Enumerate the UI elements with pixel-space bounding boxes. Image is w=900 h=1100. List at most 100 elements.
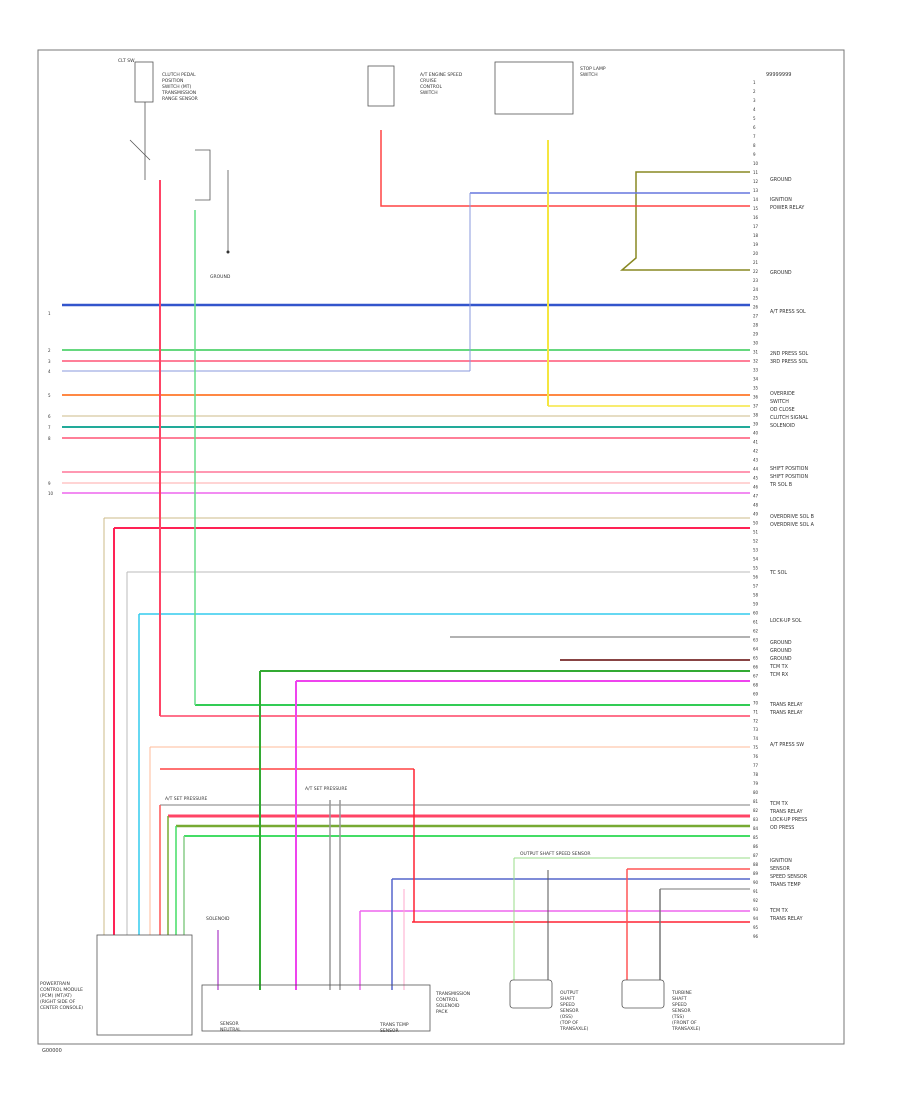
pin-number: 6 [753,125,756,130]
pin-number: 34 [753,377,759,382]
left-marker: 8 [48,436,51,441]
pin-number: 45 [753,476,759,481]
pin-number: 74 [753,736,759,741]
pin-number: 56 [753,574,759,579]
pin-number: 92 [753,898,759,903]
pin-number: 35 [753,386,759,391]
switch-stop-lamp: STOP LAMP SWITCH [494,61,606,115]
pressure-sw-label-2: A/T SET PRESSURE [305,786,347,792]
pin-number: 49 [753,512,759,517]
pin-number: 10 [753,161,759,166]
pin-function-label: TRANS RELAY [769,710,803,716]
pin-function-label: GROUND [770,656,792,662]
pin-number: 66 [753,664,759,669]
pin-function-label: SHIFT POSITION [770,466,808,472]
pin-number: 61 [753,619,759,624]
pin-function-label: TCM RX [769,672,789,678]
pin-function-label: GROUND [770,640,792,646]
pin-function-label: SHIFT POSITION [770,474,808,480]
pcm-connector: POWERTRAIN CONTROL MODULE (PCM) (MT/AT) … [40,934,193,1036]
pin-number: 96 [753,934,759,939]
pin-number: 52 [753,539,759,544]
pin-number: 30 [753,341,759,346]
svg-text:(OSS): (OSS) [560,1014,573,1020]
pin-number: 22 [753,269,759,274]
pin-number: 29 [753,332,759,337]
pin-number: 50 [753,521,759,526]
pin-function-label: GROUND [770,648,792,654]
pin-number: 20 [753,251,759,256]
left-marker: 5 [48,393,51,398]
bottom-components: POWERTRAIN CONTROL MODULE (PCM) (MT/AT) … [40,786,701,1036]
pin-number: 64 [753,646,759,651]
svg-text:(FRONT OF: (FRONT OF [672,1020,697,1026]
pin-number: 53 [753,548,759,553]
pin-number: 19 [753,242,759,247]
pin-number: 46 [753,485,759,490]
pin-number: 76 [753,754,759,759]
pin-function-label: IGNITION [770,197,792,203]
pin-number: 16 [753,215,759,220]
pin-function-label: OD CLOSE [770,407,795,413]
svg-text:OUTPUT: OUTPUT [560,990,579,996]
pin-number: 86 [753,844,759,849]
svg-text:SHAFT: SHAFT [560,996,575,1002]
svg-text:TRANS TEMP: TRANS TEMP [379,1022,409,1028]
pin-number: 68 [753,682,759,687]
pin-number: 90 [753,880,759,885]
pin-number: 37 [753,404,759,409]
pin-function-label: TCM TX [769,664,789,670]
pin-number: 94 [753,916,759,921]
svg-text:CONTROL MODULE: CONTROL MODULE [40,987,83,993]
pin-number: 17 [753,224,759,229]
left-marker: 2 [48,348,51,353]
pin-function-label: SENSOR [770,866,790,872]
pcm-connector-pins: 1234567891011121314151617181920212223242… [753,80,759,939]
pin-function-label: IGNITION [770,858,792,864]
svg-text:SWITCH: SWITCH [580,72,598,78]
left-marker: 7 [48,425,51,430]
left-marker: 3 [48,359,51,364]
pin-number: 91 [753,889,759,894]
pin-number: 47 [753,494,759,499]
pin-number: 72 [753,718,759,723]
pin-function-label: TC SOL [769,570,787,576]
left-marker: 9 [48,481,51,486]
pin-function-label: TCM TX [769,908,789,914]
pin-number: 73 [753,727,759,732]
oss-label-top: OUTPUT SHAFT SPEED SENSOR [520,851,591,857]
svg-text:SHAFT: SHAFT [672,996,687,1002]
pin-number: 78 [753,772,759,777]
pin-number: 33 [753,368,759,373]
pin-function-label: TRANS RELAY [769,916,803,922]
pin-function-label: TR SOL B [769,482,792,488]
pin-number: 57 [753,583,759,588]
left-marker: 1 [48,311,51,316]
pin-function-label: SOLENOID [770,423,795,429]
pin-number: 51 [753,530,759,535]
pin-number: 38 [753,413,759,418]
pin-number: 93 [753,907,759,912]
pin-number: 32 [753,359,759,364]
svg-text:SWITCH (MT): SWITCH (MT) [162,84,191,90]
pin-number: 67 [753,673,759,678]
svg-text:CLT SW: CLT SW [118,58,135,64]
svg-text:TRANSAXLE): TRANSAXLE) [671,1026,701,1032]
pin-number: 28 [753,323,759,328]
svg-text:(TSS): (TSS) [672,1014,684,1020]
pin-function-label: 2ND PRESS SOL [770,351,809,357]
vss-sensor: OUTPUT SHAFT SPEED SENSOR (OSS) (TOP OF … [509,979,589,1032]
pin-number: 95 [753,925,759,930]
pin-number: 42 [753,449,759,454]
pin-number: 23 [753,278,759,283]
svg-text:TURBINE: TURBINE [671,990,692,996]
svg-text:CLUTCH PEDAL: CLUTCH PEDAL [162,72,196,78]
pin-function-label: TRANS RELAY [769,702,803,708]
pin-number: 54 [753,556,759,561]
pin-function-label: SPEED SENSOR [770,874,808,880]
left-marker: 4 [48,369,51,374]
pin-number: 62 [753,628,759,633]
pin-number: 63 [753,637,759,642]
svg-text:TRANSMISSION: TRANSMISSION [435,991,470,997]
